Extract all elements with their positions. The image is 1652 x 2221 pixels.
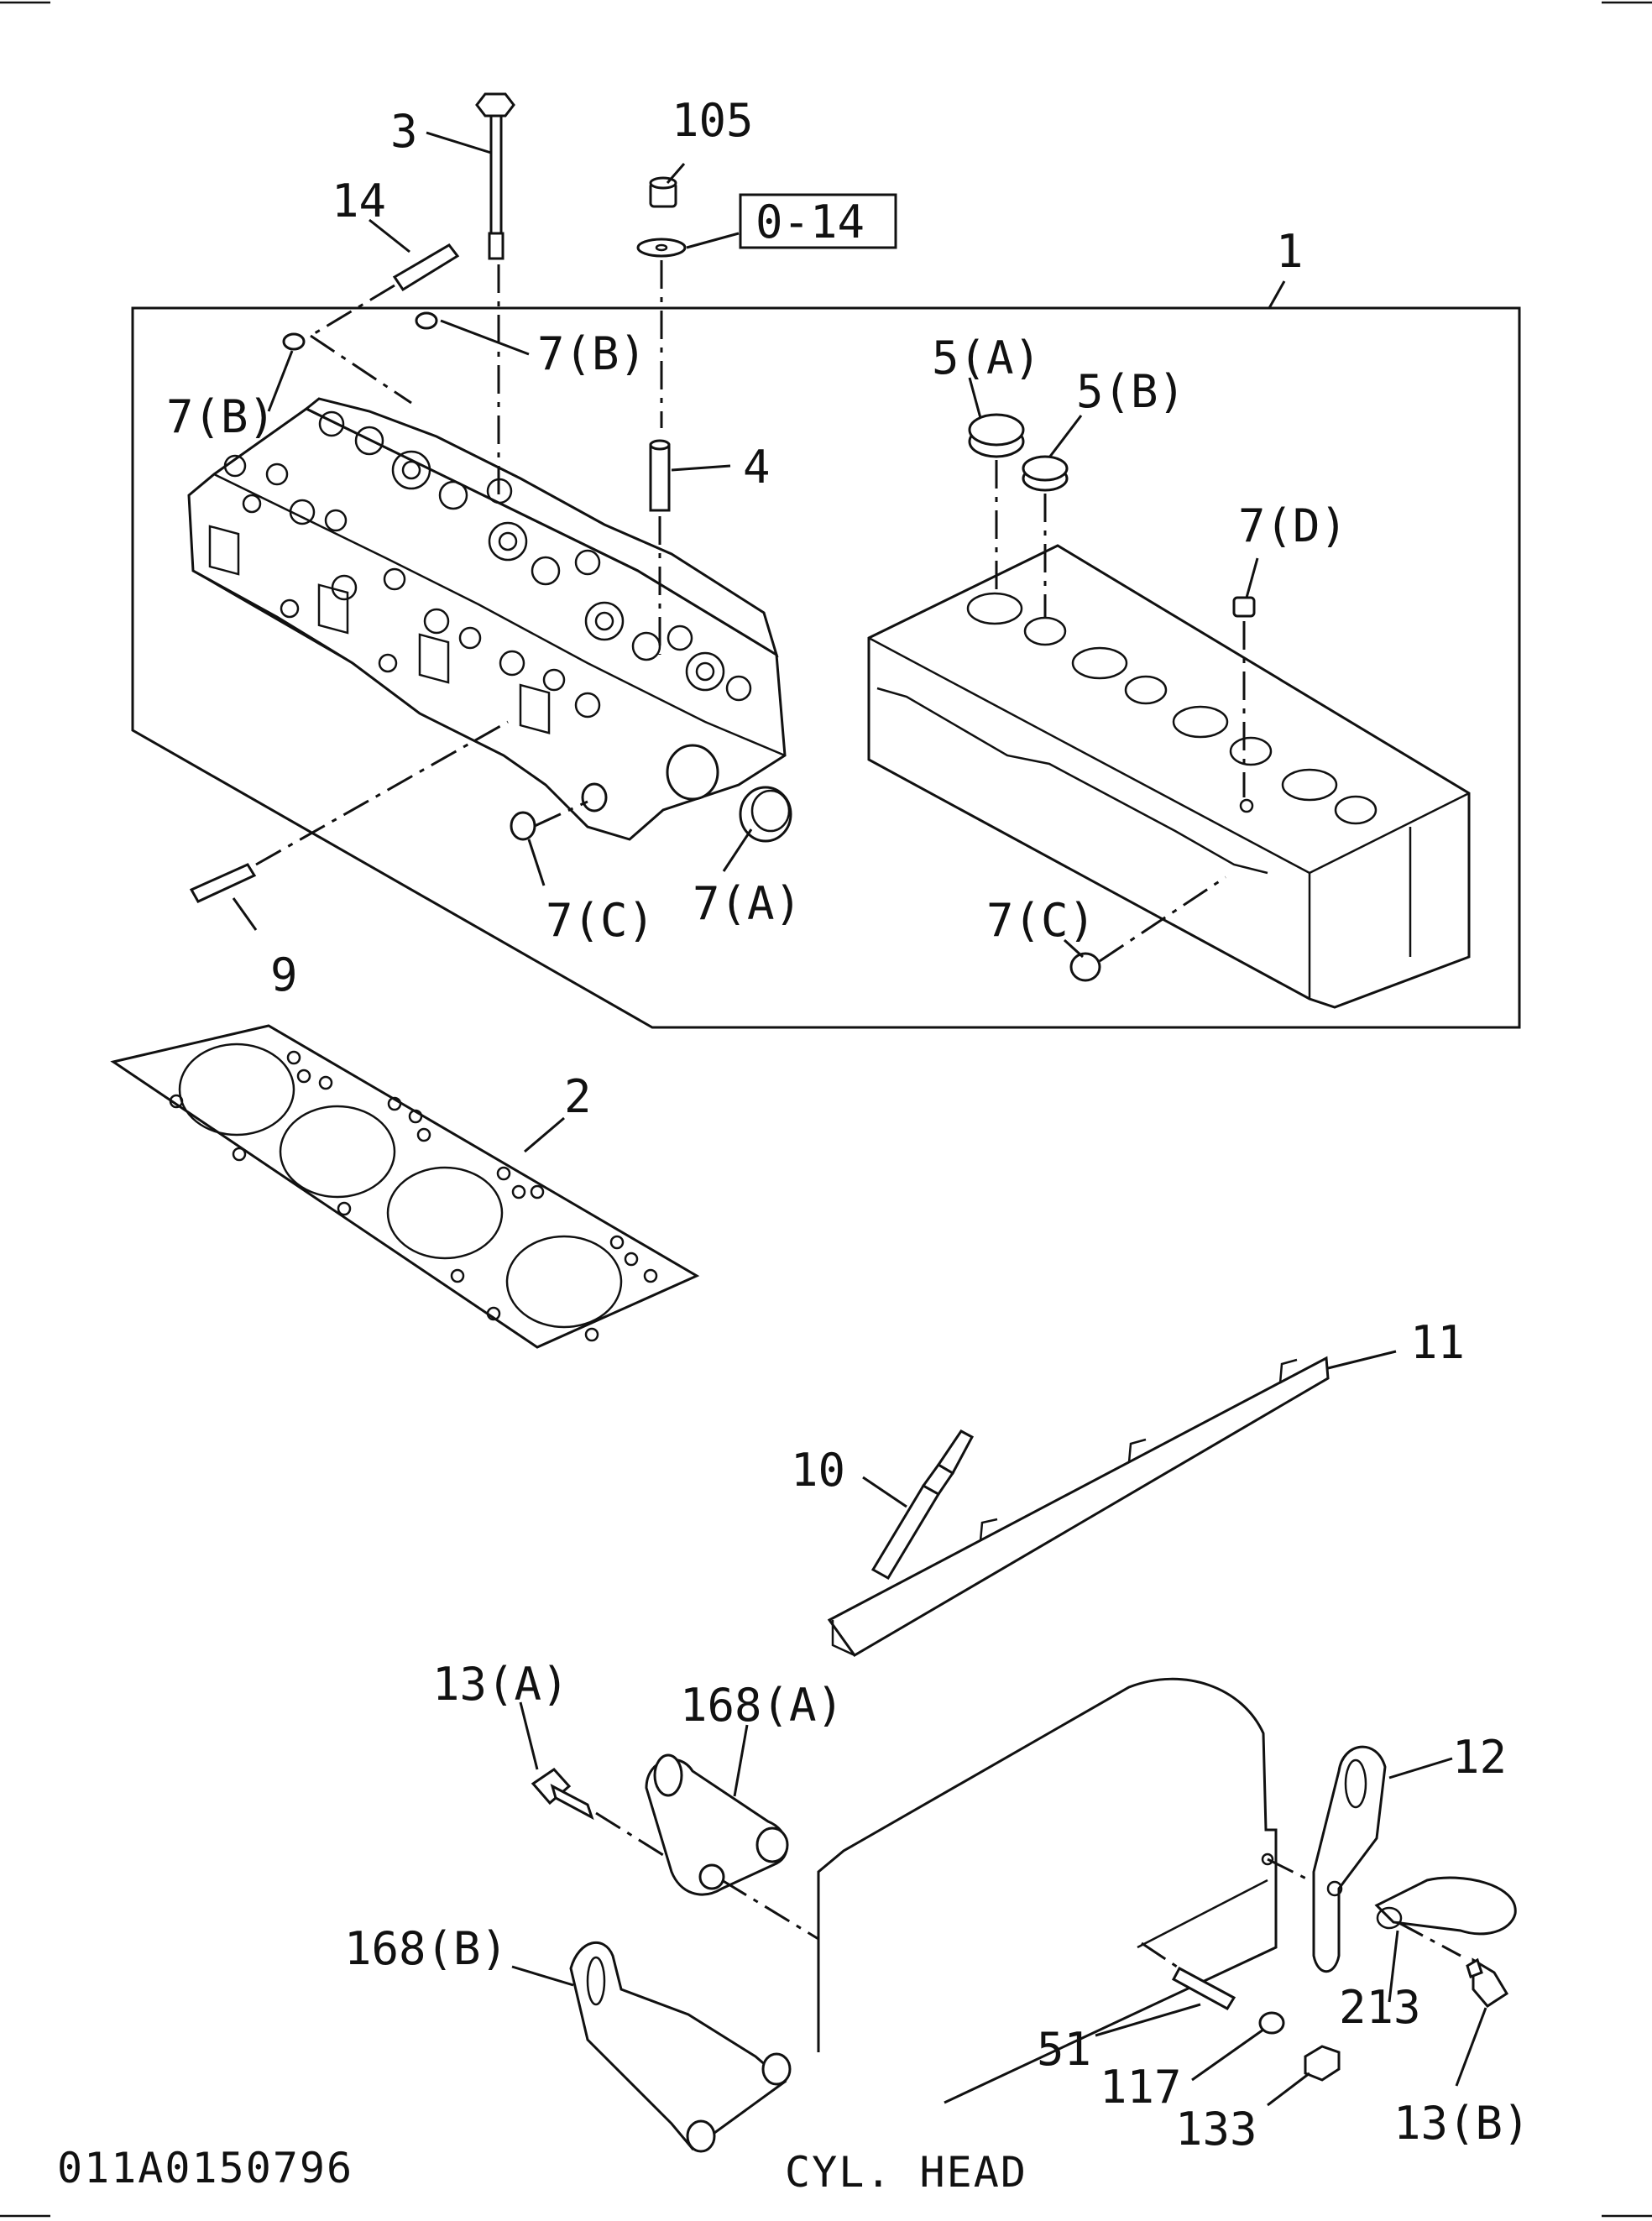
callout-7b-top: 7(B) xyxy=(537,327,646,380)
part-9-stud xyxy=(189,720,509,903)
leader-lines xyxy=(232,131,1487,2107)
callout-51: 51 xyxy=(1037,2023,1091,2076)
part-7d-plug xyxy=(1232,596,1256,797)
part-13b-bolt xyxy=(1466,1957,1509,2008)
part-105-cap xyxy=(636,176,687,428)
part-2-head-gasket xyxy=(110,1024,700,1349)
part-11-connector-bar xyxy=(827,1356,1330,1657)
cylinder-head-left-view xyxy=(187,397,787,841)
callout-11: 11 xyxy=(1410,1316,1465,1369)
reference-box-label: 0-14 xyxy=(755,196,865,248)
reference-box xyxy=(739,193,897,249)
callout-7d: 7(D) xyxy=(1238,499,1347,552)
cylinder-head-right-view xyxy=(867,544,1471,1009)
part-117-washer xyxy=(1258,2011,1285,2035)
callout-168b: 168(B) xyxy=(344,1922,508,1975)
callout-13a: 13(A) xyxy=(432,1658,569,1711)
part-4-valve-guide xyxy=(649,439,671,655)
part-5-seals xyxy=(968,413,1069,617)
callout-5b: 5(B) xyxy=(1076,365,1185,418)
callout-168a: 168(A) xyxy=(680,1679,844,1732)
heat-shield-plate xyxy=(817,1677,1278,2104)
assembly-frame-part-1 xyxy=(131,306,1521,1029)
callout-7b-left: 7(B) xyxy=(166,390,275,443)
callout-13b: 13(B) xyxy=(1393,2097,1530,2150)
callout-7a: 7(A) xyxy=(693,877,802,930)
callout-labels: 1 2 3 4 5(A) 5(B) 7(A) 7(B) 7(B) 7(C) 7(… xyxy=(166,94,1530,2156)
part-7a-plug xyxy=(739,786,792,843)
callout-2: 2 xyxy=(564,1070,592,1123)
part-168a-bracket xyxy=(645,1753,819,1941)
part-3-head-bolt xyxy=(475,92,515,495)
section-title: CYL. HEAD xyxy=(785,2148,1027,2197)
part-10-glow-plug xyxy=(870,1429,975,1581)
callout-213: 213 xyxy=(1339,1981,1421,2034)
callout-7c-right: 7(C) xyxy=(986,894,1095,947)
part-13a-bolt xyxy=(531,1768,664,1857)
drawing-number: 011A0150796 xyxy=(57,2144,353,2192)
callout-117: 117 xyxy=(1100,2061,1182,2114)
part-12-bracket xyxy=(1261,1745,1387,1973)
part-7c-plugs xyxy=(510,800,1226,982)
callout-105: 105 xyxy=(672,94,754,147)
part-168b-bracket xyxy=(569,1941,792,2153)
part-51-stud xyxy=(1141,1941,1236,2010)
part-133-nut xyxy=(1304,2045,1341,2082)
part-7b-plugs xyxy=(282,311,438,351)
callout-4: 4 xyxy=(743,441,771,494)
callout-133: 133 xyxy=(1175,2103,1257,2156)
callout-7c-left: 7(C) xyxy=(546,894,655,947)
callout-10: 10 xyxy=(791,1444,845,1497)
callout-5a: 5(A) xyxy=(932,332,1041,384)
part-213-clip xyxy=(1374,1876,1517,1957)
callout-1: 1 xyxy=(1276,225,1304,278)
callout-3: 3 xyxy=(390,105,418,158)
leader-part-1 xyxy=(1268,280,1286,309)
part-14-stud xyxy=(310,243,460,405)
callout-14: 14 xyxy=(332,175,386,227)
callout-12: 12 xyxy=(1452,1731,1507,1784)
callout-9: 9 xyxy=(270,948,298,1001)
